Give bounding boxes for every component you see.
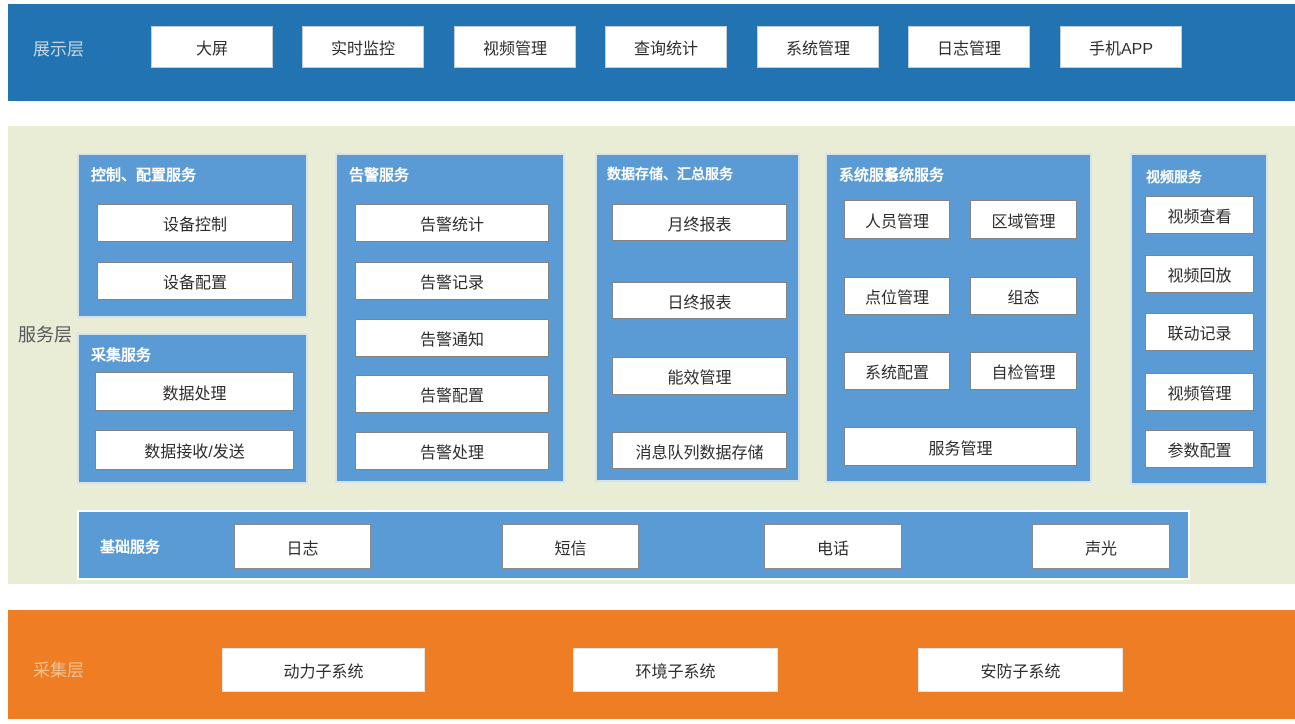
service-box-alarm-notify: 告警通知 — [355, 319, 549, 357]
display-box-mobile-app: 手机APP — [1060, 26, 1182, 68]
service-box-linkage-record: 联动记录 — [1145, 313, 1254, 351]
display-box-log-mgmt: 日志管理 — [908, 26, 1030, 68]
service-box-alarm-stats: 告警统计 — [355, 204, 549, 242]
base-box-log: 日志 — [234, 524, 371, 569]
service-box-service-mgmt: 服务管理 — [844, 427, 1077, 466]
group-alarm: 告警服务 告警统计 告警记录 告警通知 告警配置 告警处理 — [335, 153, 565, 483]
service-box-video-view: 视频查看 — [1145, 196, 1254, 234]
service-box-alarm-config: 告警配置 — [355, 375, 549, 413]
group-title-text: 系统服务 — [839, 167, 900, 184]
display-box-system-mgmt: 系统管理 — [757, 26, 879, 68]
service-box-alarm-records: 告警记录 — [355, 262, 549, 300]
service-layer-label: 服务层 — [18, 325, 72, 345]
service-box-device-control: 设备控制 — [97, 204, 293, 242]
group-system-service: 系统服务 系统服务 人员管理 区域管理 点位管理 组态 系统配置 自检管理 服务… — [825, 153, 1092, 483]
display-layer-band: 展示层 大屏 实时监控 视频管理 查询统计 系统管理 日志管理 手机APP — [8, 4, 1295, 101]
display-box-realtime: 实时监控 — [302, 26, 424, 68]
base-services-bar: 基础服务 日志 短信 电话 声光 — [77, 510, 1190, 580]
service-box-data-recv-send: 数据接收/发送 — [95, 430, 294, 470]
group-acquisition: 采集服务 数据处理 数据接收/发送 — [77, 333, 308, 484]
base-box-sound-light: 声光 — [1032, 524, 1170, 569]
display-layer-label: 展示层 — [33, 40, 84, 59]
service-box-param-config: 参数配置 — [1145, 430, 1254, 468]
service-box-region-mgmt: 区域管理 — [970, 200, 1077, 239]
service-box-configuration: 组态 — [970, 277, 1077, 315]
service-box-video-playback: 视频回放 — [1145, 255, 1254, 293]
base-box-sms: 短信 — [502, 524, 639, 569]
group-title: 视频服务 — [1146, 169, 1202, 185]
collection-box-security-subsystem: 安防子系统 — [918, 648, 1123, 692]
base-services-title: 基础服务 — [100, 539, 161, 556]
display-box-video-mgmt: 视频管理 — [454, 26, 576, 68]
service-box-mq-storage: 消息队列数据存储 — [612, 432, 787, 469]
base-box-phone: 电话 — [764, 524, 902, 569]
service-box-alarm-handle: 告警处理 — [355, 432, 549, 470]
collection-layer-label: 采集层 — [33, 661, 84, 680]
service-box-energy-mgmt: 能效管理 — [612, 357, 787, 395]
display-box-query-stats: 查询统计 — [605, 26, 727, 68]
collection-layer-band: 采集层 动力子系统 环境子系统 安防子系统 — [8, 610, 1295, 719]
service-box-selfcheck-mgmt: 自检管理 — [970, 352, 1077, 390]
service-box-data-processing: 数据处理 — [95, 372, 294, 411]
group-title: 系统服务 系统服务 — [839, 164, 944, 185]
group-video-service: 视频服务 视频查看 视频回放 联动记录 视频管理 参数配置 — [1130, 153, 1268, 485]
group-title: 告警服务 — [349, 167, 410, 184]
service-box-personnel-mgmt: 人员管理 — [844, 200, 950, 239]
group-title: 控制、配置服务 — [91, 167, 197, 184]
service-box-daily-report: 日终报表 — [612, 282, 787, 319]
service-box-video-mgmt: 视频管理 — [1145, 373, 1254, 411]
service-box-monthly-report: 月终报表 — [612, 204, 787, 241]
service-box-point-mgmt: 点位管理 — [844, 277, 950, 315]
group-title: 采集服务 — [91, 347, 152, 364]
group-title: 数据存储、汇总服务 — [607, 166, 733, 182]
display-box-dashboard: 大屏 — [151, 26, 273, 68]
collection-box-power-subsystem: 动力子系统 — [222, 648, 425, 692]
service-layer-band: 服务层 控制、配置服务 设备控制 设备配置 采集服务 数据处理 数据接收/发送 … — [8, 126, 1295, 584]
collection-box-environment-subsystem: 环境子系统 — [573, 648, 778, 692]
group-data-storage: 数据存储、汇总服务 月终报表 日终报表 能效管理 消息队列数据存储 — [595, 153, 800, 482]
group-title-overlap-text: 系统服务 — [884, 167, 945, 184]
service-box-system-config: 系统配置 — [844, 352, 950, 390]
service-box-device-config: 设备配置 — [97, 262, 293, 300]
group-control-config: 控制、配置服务 设备控制 设备配置 — [77, 153, 308, 318]
